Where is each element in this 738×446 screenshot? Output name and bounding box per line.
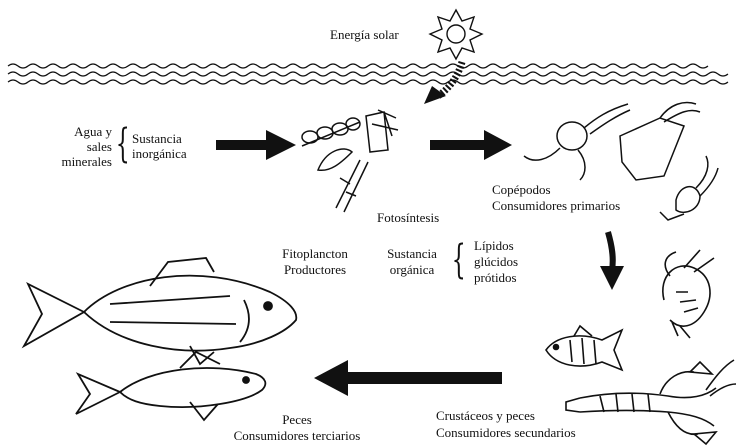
sustancia-inorganica-line1: Sustancia <box>132 131 182 146</box>
productores-label: Productores <box>270 262 360 277</box>
crustaceos-peces-label: Crustáceos y peces <box>436 408 535 423</box>
consumidores-terciarios-label: Consumidores terciarios <box>222 428 372 443</box>
energia-solar-label: Energía solar <box>330 27 399 42</box>
shrimp-illustration <box>663 250 714 338</box>
agua-sales-label-line2: sales <box>52 139 112 154</box>
agua-sales-label-line3: minerales <box>52 154 112 169</box>
brace-inorganic: { <box>116 124 130 164</box>
water-waves <box>8 64 728 84</box>
arrow-to-fish <box>314 360 502 396</box>
lipidos-label: Lípidos <box>474 238 514 253</box>
sun-icon <box>430 10 482 59</box>
phytoplankton-illustration <box>302 110 398 212</box>
arrow-to-crustaceans <box>600 232 624 290</box>
large-fish-illustration <box>24 258 296 364</box>
small-fish-illustration <box>546 326 622 370</box>
second-large-fish-illustration <box>76 352 265 420</box>
sustancia-organica-line2: orgánica <box>378 262 446 277</box>
fotosintesis-label: Fotosíntesis <box>377 210 439 225</box>
lobster-illustration <box>566 360 736 444</box>
arrow-to-copepods <box>430 130 512 160</box>
consumidores-primarios-label: Consumidores primarios <box>492 198 620 213</box>
fitoplancton-label: Fitoplancton <box>270 246 360 261</box>
protidos-label: prótidos <box>474 270 517 285</box>
peces-label: Peces <box>222 412 372 427</box>
sustancia-organica-line1: Sustancia <box>378 246 446 261</box>
glucidos-label: glúcidos <box>474 254 518 269</box>
consumidores-secundarios-label: Consumidores secundarios <box>436 425 576 440</box>
agua-sales-label-line1: Agua y <box>52 124 112 139</box>
copepodos-label: Copépodos <box>492 182 551 197</box>
brace-organic: { <box>452 240 466 280</box>
arrow-to-phytoplankton <box>216 130 296 160</box>
sustancia-inorganica-line2: inorgánica <box>132 146 187 161</box>
